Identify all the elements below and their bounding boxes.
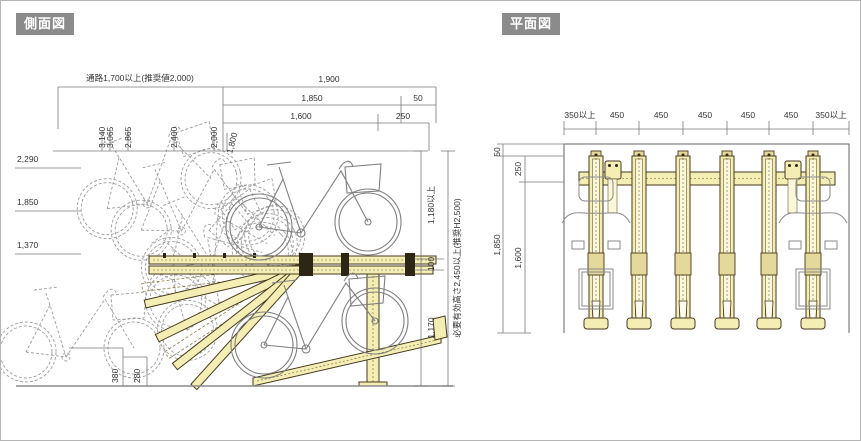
dim-1600: 1,600: [290, 111, 312, 121]
upper-tier-bicycle: [225, 160, 402, 261]
ghost-bike: [1, 286, 165, 383]
height-label-3065: 3,065: [105, 126, 115, 148]
plan-damper-right: [784, 160, 802, 214]
plan-view-drawing: 350以上 450 450 450 450 450 350以上 50 1,850…: [492, 110, 850, 334]
dim-step-280: 280: [132, 369, 142, 383]
plan-rail: [800, 150, 826, 330]
plan-dim-250: 250: [513, 162, 523, 176]
plan-view-top-dimensions: 350以上 450 450 450 450 450 350以上: [563, 110, 850, 135]
plan-dim-50: 50: [492, 147, 502, 157]
plan-view-frame: [563, 143, 850, 333]
plan-rail: [583, 150, 609, 330]
plan-dim-350-left: 350以上: [564, 110, 596, 120]
left-height-2290: 2,290: [17, 154, 39, 164]
dim-250: 250: [396, 111, 410, 121]
plan-dim-1850: 1,850: [492, 234, 502, 256]
lower-ramp-rail: [252, 315, 448, 387]
side-view-drawing: 通路1,700以上(推奨値2,000) 1,900 1,850 50 1,600…: [1, 73, 462, 391]
side-view-top-dimensions: 通路1,700以上(推奨値2,000) 1,900 1,850 50 1,600…: [53, 73, 437, 152]
required-height-label: 必要有効高さ2,450以上(推奨H2,500): [452, 198, 462, 338]
plan-view-title-badge: 平面図: [502, 13, 561, 35]
plan-dim-350-right: 350以上: [815, 110, 847, 120]
plan-view-left-dimensions: 50 1,850 250 1,600: [492, 143, 564, 334]
dim-1850: 1,850: [301, 93, 323, 103]
plan-dim-450-2: 450: [654, 110, 668, 120]
side-view-left-heights: 2,290 1,850 1,370: [15, 154, 81, 255]
plan-dim-450-5: 450: [784, 110, 798, 120]
side-view-step-dimensions: 380 280: [69, 347, 148, 386]
dim-upper-clearance: 1,180以上: [426, 185, 436, 224]
height-label-3140: 3,140: [97, 126, 107, 148]
height-label-2000: 2,000: [209, 126, 219, 148]
plan-rail: [626, 150, 652, 330]
dim-lower-clearance: 1,170: [426, 317, 436, 339]
dim-1900: 1,900: [318, 74, 340, 84]
plan-dim-450-4: 450: [741, 110, 755, 120]
side-view-title-badge: 側面図: [16, 13, 75, 35]
dim-50: 50: [413, 93, 423, 103]
left-height-1850: 1,850: [17, 197, 39, 207]
height-label-2400: 2,400: [169, 126, 179, 148]
front-wheel-holder: [432, 315, 448, 341]
height-label-2865: 2,865: [123, 126, 133, 148]
plan-rail: [670, 150, 696, 330]
side-view-height-labels: 3,140 3,065 2,865 2,400 2,000 1,800: [97, 126, 240, 154]
dim-step-380: 380: [110, 369, 120, 383]
rail-pivot: [299, 253, 313, 276]
upper-rail: [148, 253, 437, 276]
support-post: [358, 273, 388, 387]
plan-rails: [583, 150, 826, 330]
plan-dim-1600: 1,600: [513, 247, 523, 269]
aisle-dimension-label: 通路1,700以上(推奨値2,000): [86, 73, 194, 83]
plan-rail: [756, 150, 782, 330]
upper-tray-fan: [141, 263, 305, 391]
lower-tier-bicycle: [230, 272, 409, 379]
dim-rail-height: 100: [426, 257, 436, 271]
plan-dim-450-3: 450: [698, 110, 712, 120]
plan-dim-450-1: 450: [610, 110, 624, 120]
left-height-1370: 1,370: [17, 240, 39, 250]
plan-rail: [714, 150, 740, 330]
side-view-right-dimensions: 1,180以上 100 1,170 必要有効高さ2,450以上(推奨H2,500…: [414, 150, 462, 387]
